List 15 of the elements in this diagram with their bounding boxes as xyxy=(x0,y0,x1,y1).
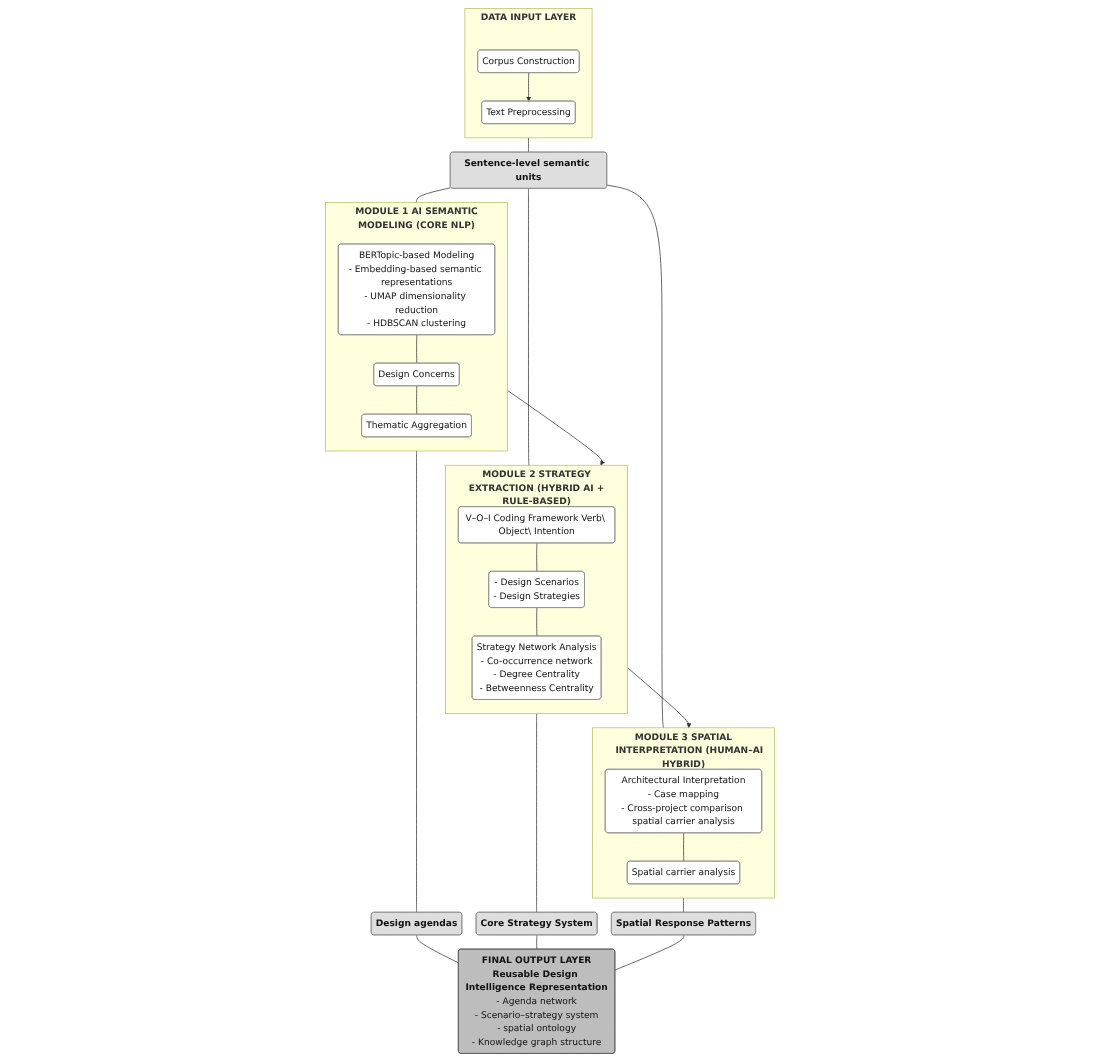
connector xyxy=(416,934,459,964)
connector xyxy=(536,713,537,913)
connector xyxy=(683,897,684,913)
connector xyxy=(416,385,418,415)
connector xyxy=(536,607,538,637)
connector xyxy=(683,832,685,862)
connector xyxy=(416,450,417,913)
connector xyxy=(536,542,538,572)
connector xyxy=(614,934,685,971)
connector xyxy=(528,137,529,153)
connector xyxy=(416,187,451,203)
connector xyxy=(416,334,418,364)
connector xyxy=(528,188,530,466)
connector xyxy=(606,184,664,729)
connector xyxy=(536,934,538,950)
